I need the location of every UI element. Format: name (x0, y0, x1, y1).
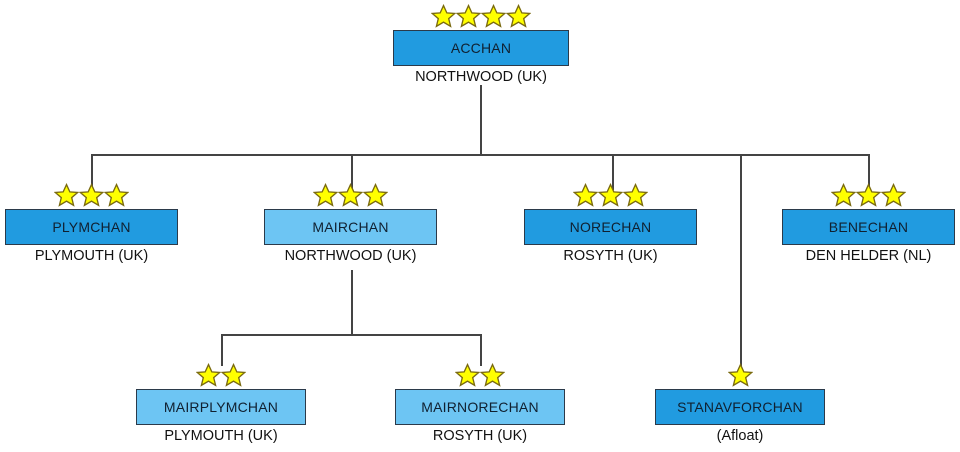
connector-drop-norechan (612, 154, 614, 190)
node-title-stanavforchan: STANAVFORCHAN (655, 389, 825, 425)
rank-stars-mairchan (264, 182, 437, 208)
node-acchan[interactable]: ACCHAN NORTHWOOD (UK) (393, 3, 569, 87)
node-location-norechan: ROSYTH (UK) (563, 248, 658, 264)
node-mairnorechan[interactable]: MAIRNORECHAN ROSYTH (UK) (395, 362, 565, 446)
rank-star-icon (831, 183, 856, 207)
rank-star-icon (338, 183, 363, 207)
node-mairplymchan[interactable]: MAIRPLYMCHAN PLYMOUTH (UK) (136, 362, 306, 446)
rank-stars-mairnorechan (395, 362, 565, 388)
rank-stars-acchan (393, 3, 569, 29)
rank-star-icon (196, 363, 221, 387)
node-mairchan[interactable]: MAIRCHAN NORTHWOOD (UK) (264, 182, 437, 266)
rank-star-icon (313, 183, 338, 207)
rank-star-icon (506, 4, 531, 28)
rank-star-icon (881, 183, 906, 207)
connector-level1-bus (91, 154, 870, 156)
rank-star-icon (54, 183, 79, 207)
node-location-mairnorechan: ROSYTH (UK) (432, 428, 528, 444)
connector-drop-mairplymchan (221, 334, 223, 366)
rank-star-icon (727, 363, 753, 387)
node-title-mairplymchan: MAIRPLYMCHAN (136, 389, 306, 425)
node-title-mairchan: MAIRCHAN (264, 209, 437, 245)
rank-star-icon (455, 363, 480, 387)
node-title-mairnorechan: MAIRNORECHAN (395, 389, 565, 425)
rank-star-icon (480, 363, 505, 387)
rank-stars-stanavforchan (655, 362, 825, 388)
connector-mairchan-stem (351, 270, 353, 335)
rank-star-icon (221, 363, 246, 387)
node-plymchan[interactable]: PLYMCHAN PLYMOUTH (UK) (5, 182, 178, 266)
rank-stars-plymchan (5, 182, 178, 208)
rank-stars-benechan (782, 182, 955, 208)
node-stanavforchan[interactable]: STANAVFORCHAN (Afloat) (655, 362, 825, 446)
rank-star-icon (481, 4, 506, 28)
rank-star-icon (573, 183, 598, 207)
rank-star-icon (104, 183, 129, 207)
rank-star-icon (79, 183, 104, 207)
connector-drop-mairnorechan (480, 334, 482, 366)
rank-star-icon (856, 183, 881, 207)
connector-drop-stanavforchan (740, 154, 742, 366)
node-title-acchan: ACCHAN (393, 30, 569, 66)
rank-star-icon (431, 4, 456, 28)
node-location-mairplymchan: PLYMOUTH (UK) (164, 428, 278, 444)
node-title-benechan: BENECHAN (782, 209, 955, 245)
connector-level2-bus (221, 334, 482, 336)
rank-star-icon (363, 183, 388, 207)
node-norechan[interactable]: NORECHAN ROSYTH (UK) (524, 182, 697, 266)
connector-drop-plymchan (91, 154, 93, 190)
connector-acchan-stem (480, 85, 482, 155)
connector-drop-mairchan (351, 154, 353, 190)
node-location-mairchan: NORTHWOOD (UK) (284, 248, 417, 264)
connector-drop-benechan (868, 154, 870, 190)
node-location-plymchan: PLYMOUTH (UK) (34, 248, 149, 264)
rank-stars-mairplymchan (136, 362, 306, 388)
rank-star-icon (623, 183, 648, 207)
rank-star-icon (598, 183, 623, 207)
node-location-acchan: NORTHWOOD (UK) (415, 69, 547, 85)
node-benechan[interactable]: BENECHAN DEN HELDER (NL) (782, 182, 955, 266)
node-title-norechan: NORECHAN (524, 209, 697, 245)
node-location-benechan: DEN HELDER (NL) (805, 248, 932, 264)
rank-stars-norechan (524, 182, 697, 208)
rank-star-icon (456, 4, 481, 28)
node-location-stanavforchan: (Afloat) (716, 428, 764, 444)
node-title-plymchan: PLYMCHAN (5, 209, 178, 245)
